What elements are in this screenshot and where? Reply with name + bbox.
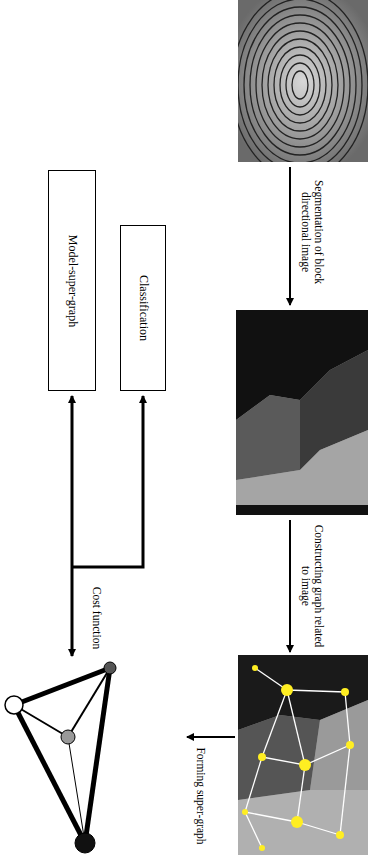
graph-image — [238, 655, 368, 855]
segmented-image — [236, 310, 368, 515]
flow-arrow — [289, 520, 291, 652]
arrow-label: Forming super-graph — [193, 747, 206, 844]
box-label: Model-super-graph — [65, 234, 80, 326]
flow-arrow — [289, 167, 291, 305]
process-box: Model-super-graph — [48, 170, 96, 391]
branch-arrow — [72, 396, 143, 567]
arrow-label: Segmentation of block directional image — [299, 168, 325, 296]
flow-arrow — [187, 736, 235, 738]
fingerprint-image — [232, 0, 368, 179]
super-graph — [5, 662, 116, 853]
process-box: Classification — [120, 225, 166, 391]
box-label: Classification — [136, 275, 151, 341]
arrow-label: Cost function — [89, 587, 102, 649]
cost-arrow — [71, 396, 74, 656]
arrow-label: Constructing graph related to image — [299, 522, 325, 650]
